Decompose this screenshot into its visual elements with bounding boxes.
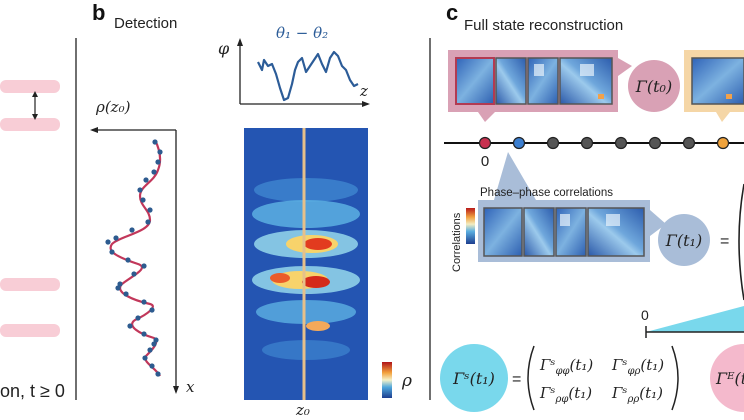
trap-bar-1	[0, 80, 60, 93]
cyan-wedge	[646, 306, 744, 332]
panel-b-title: Detection	[114, 15, 177, 32]
big-left-paren	[738, 183, 744, 301]
timeline-tick-zero: 0	[481, 153, 489, 170]
density-data-points	[105, 139, 163, 377]
gamma-e-label: Γᴱ(t	[715, 369, 744, 388]
panel-c-letter: c	[446, 0, 458, 25]
timeline: 0	[444, 136, 744, 170]
m12-sub: φρ	[627, 366, 640, 377]
m12-symbol: Γˢ	[611, 356, 627, 374]
phase-curve	[257, 50, 359, 102]
svg-text:Γˢφφ(t₁): Γˢφφ(t₁)	[539, 356, 593, 377]
panel-a-fragment: on, t ≥ 0	[0, 80, 65, 401]
bubble-t0: Γ(t₀)	[448, 50, 680, 122]
colorbar-label: ρ	[401, 371, 412, 391]
matrix-right-paren	[671, 345, 679, 411]
gamma-s-circle	[440, 344, 508, 412]
m11-sub: φφ	[555, 366, 569, 377]
phase-axis-label: φ	[218, 39, 230, 58]
x-axis-label: x	[186, 378, 195, 396]
gamma-t1-label: Γ(t₁)	[665, 231, 702, 250]
phase-plot: φ z θ₁ − θ₂	[218, 24, 370, 107]
small-axis: 0	[641, 306, 744, 338]
phase-curve-label: θ₁ − θ₂	[276, 24, 328, 42]
m22-sub: ρρ	[626, 394, 639, 405]
gamma-t1-equals: =	[720, 233, 729, 250]
trap-bar-2	[0, 118, 60, 131]
density-fit-curve	[109, 139, 162, 377]
m11-symbol: Γˢ	[539, 356, 555, 374]
gamma-s-block: Γˢ(t₁) = Γˢφφ(t₁) Γˢφρ(t₁) Γˢρφ(t₁) Γˢρρ…	[440, 344, 679, 412]
matrix-left-paren	[527, 345, 535, 411]
trap-bar-4	[0, 324, 60, 337]
svg-text:Γˢρφ(t₁): Γˢρφ(t₁)	[539, 384, 592, 405]
gamma-s-equals: =	[512, 371, 521, 388]
m22-arg: (t₁)	[639, 384, 663, 402]
panel-c: c Full state reconstruction Γ(t₀)	[440, 0, 744, 412]
timeline-point-t0	[478, 136, 492, 150]
correlations-colorbar: Correlations	[451, 208, 475, 272]
m12-arg: (t₁)	[640, 356, 664, 374]
m11-arg: (t₁)	[569, 356, 593, 374]
m21-symbol: Γˢ	[539, 384, 555, 402]
gamma-t0-label: Γ(t₀)	[635, 77, 672, 96]
z-axis-label: z	[359, 82, 368, 100]
m21-sub: ρφ	[554, 394, 568, 405]
gamma-s-label: Γˢ(t₁)	[452, 369, 495, 388]
gamma-t1-circle	[658, 214, 710, 266]
bubble-t1: Phase–phase correlations Γ(t₁) =	[478, 152, 744, 301]
density-colorbar: ρ	[382, 362, 412, 398]
gamma-e-block: Γᴱ(t	[710, 344, 744, 412]
m22-symbol: Γˢ	[611, 384, 627, 402]
gamma-t0-circle	[628, 60, 680, 112]
trap-bar-3	[0, 278, 60, 291]
timeline-point-orange	[716, 136, 730, 150]
panel-a-caption: on, t ≥ 0	[0, 381, 65, 401]
density-axis-label: ρ(z₀)	[95, 98, 131, 116]
phase-corr-title: Phase–phase correlations	[480, 187, 613, 199]
correlations-label: Correlations	[451, 212, 463, 272]
panel-b: b Detection φ z θ₁ − θ₂ ρ(z₀) x	[90, 0, 412, 419]
small-axis-zero: 0	[641, 307, 649, 323]
panel-b-letter: b	[92, 0, 105, 25]
gamma-e-circle	[710, 344, 744, 412]
absorption-image: z₀	[244, 128, 368, 419]
panel-c-title: Full state reconstruction	[464, 17, 623, 34]
density-profile: ρ(z₀) x	[90, 98, 195, 396]
timeline-point-t1	[512, 136, 526, 150]
svg-text:Γˢρρ(t₁): Γˢρρ(t₁)	[611, 384, 663, 405]
z0-label: z₀	[295, 401, 310, 419]
m21-arg: (t₁)	[568, 384, 592, 402]
svg-text:Γˢφρ(t₁): Γˢφρ(t₁)	[611, 356, 664, 377]
bubble-t-later	[684, 50, 744, 122]
